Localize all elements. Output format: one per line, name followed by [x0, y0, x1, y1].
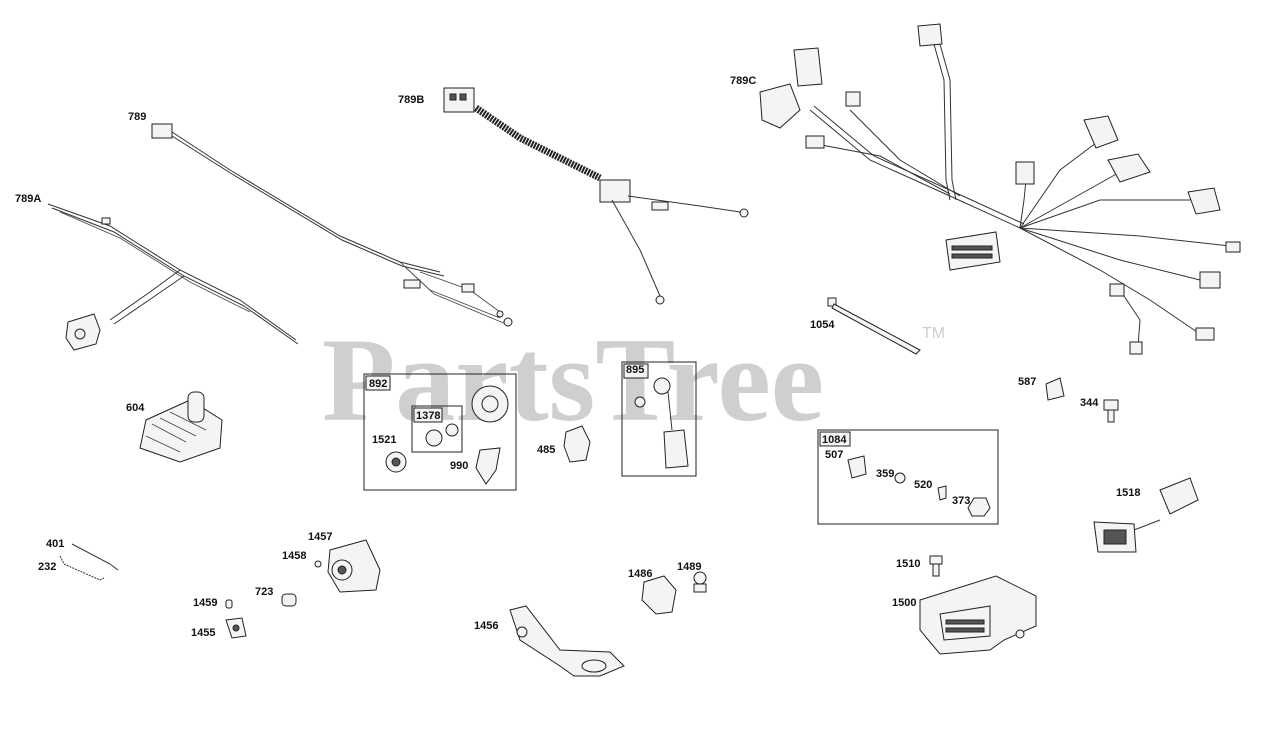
part-789c-harness[interactable]: [759, 23, 1241, 355]
callout-1510: 1510: [896, 558, 920, 570]
callout-344: 344: [1080, 397, 1099, 409]
callout-723: 723: [255, 586, 273, 598]
watermark-trademark: TM: [922, 325, 945, 342]
part-587-clip[interactable]: [1045, 377, 1065, 401]
callout-520: 520: [914, 479, 932, 491]
callout-1458: 1458: [282, 550, 306, 562]
callout-604: 604: [126, 402, 145, 414]
callout-1084: 1084: [822, 434, 847, 446]
callout-990: 990: [450, 460, 468, 472]
callout-892: 892: [369, 378, 387, 390]
part-895-group[interactable]: [621, 361, 697, 477]
callout-587: 587: [1018, 376, 1036, 388]
callout-1489: 1489: [677, 561, 701, 573]
part-1458[interactable]: [314, 560, 322, 568]
part-1084-group[interactable]: [817, 429, 999, 525]
part-1054-cable-tie[interactable]: [827, 297, 921, 355]
part-1457[interactable]: [327, 539, 381, 593]
callout-1486: 1486: [628, 568, 652, 580]
part-723[interactable]: [281, 593, 297, 607]
callout-1378: 1378: [416, 410, 440, 422]
callout-895: 895: [626, 364, 644, 376]
part-1459[interactable]: [225, 599, 233, 609]
callout-789b: 789B: [398, 94, 424, 106]
watermark-text: PartsTree: [322, 313, 824, 446]
part-789a-harness[interactable]: [47, 203, 299, 351]
callout-1456: 1456: [474, 620, 498, 632]
part-789b-harness[interactable]: [443, 87, 749, 305]
callout-789a: 789A: [15, 193, 41, 205]
part-1489[interactable]: [693, 571, 707, 593]
callout-485: 485: [537, 444, 555, 456]
callout-1459: 1459: [193, 597, 217, 609]
callout-1518: 1518: [1116, 487, 1140, 499]
part-1486[interactable]: [641, 575, 677, 615]
callout-789c: 789C: [730, 75, 756, 87]
callout-507: 507: [825, 449, 843, 461]
callout-359: 359: [876, 468, 894, 480]
callout-789: 789: [128, 111, 146, 123]
callout-1521: 1521: [372, 434, 396, 446]
part-232-spring[interactable]: [59, 555, 105, 581]
callout-1455: 1455: [191, 627, 215, 639]
part-1500-module[interactable]: [919, 575, 1037, 655]
callout-1500: 1500: [892, 597, 916, 609]
part-892-group[interactable]: [363, 373, 517, 491]
callout-373: 373: [952, 495, 970, 507]
part-789-harness[interactable]: [151, 123, 513, 327]
part-485-knob[interactable]: [563, 425, 591, 463]
callout-232: 232: [38, 561, 56, 573]
part-1510-bolt[interactable]: [929, 555, 943, 577]
callout-1457: 1457: [308, 531, 332, 543]
part-1456-bracket[interactable]: [509, 605, 625, 677]
callout-401: 401: [46, 538, 64, 550]
part-401-rod[interactable]: [71, 543, 119, 571]
part-1455[interactable]: [225, 617, 247, 639]
part-1518[interactable]: [1093, 477, 1199, 553]
part-604[interactable]: [139, 391, 223, 463]
part-344-bolt[interactable]: [1103, 399, 1119, 423]
callout-1054: 1054: [810, 319, 835, 331]
